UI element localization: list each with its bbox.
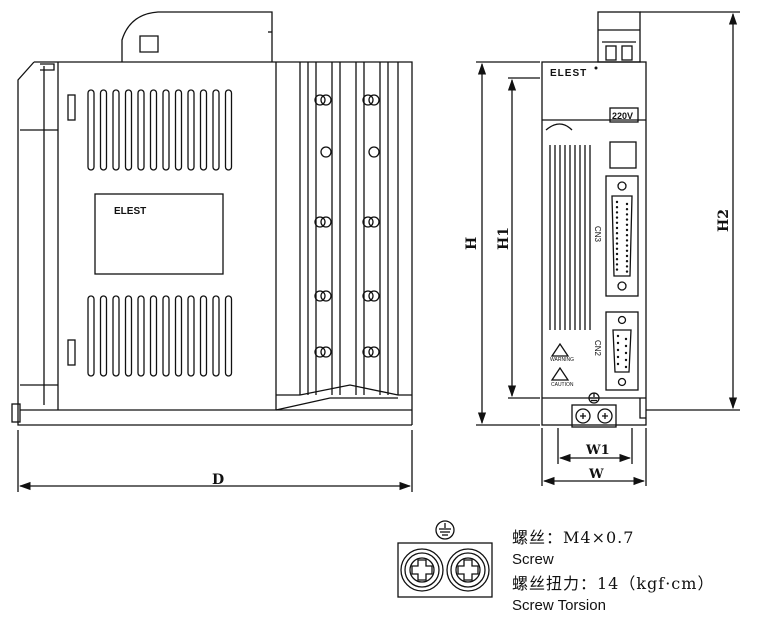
label-window [94, 193, 224, 275]
side-window-label: ELEST [114, 206, 146, 217]
bottom-terminal [571, 404, 617, 428]
dimension-w1-label: W1 [585, 443, 610, 458]
latch-bottom [67, 339, 76, 366]
front-vent-slits [549, 145, 591, 330]
top-connector [597, 11, 641, 63]
latch-top [67, 94, 76, 121]
screw-spec-en: Screw [512, 551, 554, 568]
cn2-port-label: CN2 [593, 340, 602, 357]
caution-icon [550, 366, 570, 381]
dimension-d-label: D [212, 472, 224, 488]
voltage-label: 220V [612, 111, 633, 121]
warning-label: WARNING [550, 357, 574, 363]
dimension-h-label: H [464, 237, 480, 250]
dimension-h2-label: H2 [716, 209, 732, 232]
front-view: ELEST 220V CN3 CN2 WARNING CAUTION [464, 11, 740, 486]
screw-detail [397, 520, 493, 598]
torsion-spec-cn: 螺丝扭力：14（kgf·cm） [512, 574, 715, 593]
screw-right-icon [446, 548, 490, 592]
cn3-connector [605, 175, 639, 297]
torsion-spec-en: Screw Torsion [512, 597, 606, 614]
cn2-connector [605, 311, 639, 391]
front-brand-logo: ELEST [550, 68, 587, 79]
terminal-cover [121, 11, 273, 62]
screw-spec-cn: 螺丝：M4×0.7 [512, 528, 635, 547]
caution-label: CAUTION [551, 382, 574, 388]
dimension-h1-label: H1 [496, 227, 512, 250]
dimension-w-label: W [588, 467, 604, 482]
ground-symbol-icon [435, 520, 455, 540]
display-window [609, 141, 637, 169]
side-view: ELEST D [11, 11, 413, 492]
cn3-port-label: CN3 [593, 226, 602, 243]
body-outline [34, 61, 413, 425]
terminal-clip [139, 35, 159, 53]
terminal-block-detail [397, 542, 493, 598]
heatsink-fins [307, 62, 389, 395]
front-body [541, 61, 647, 426]
ground-lug [11, 403, 21, 423]
screw-left-icon [400, 548, 444, 592]
vent-slots-upper [87, 89, 233, 171]
voltage-badge [609, 107, 639, 123]
vent-slots-lower [87, 295, 233, 377]
warning-icon [550, 342, 570, 357]
